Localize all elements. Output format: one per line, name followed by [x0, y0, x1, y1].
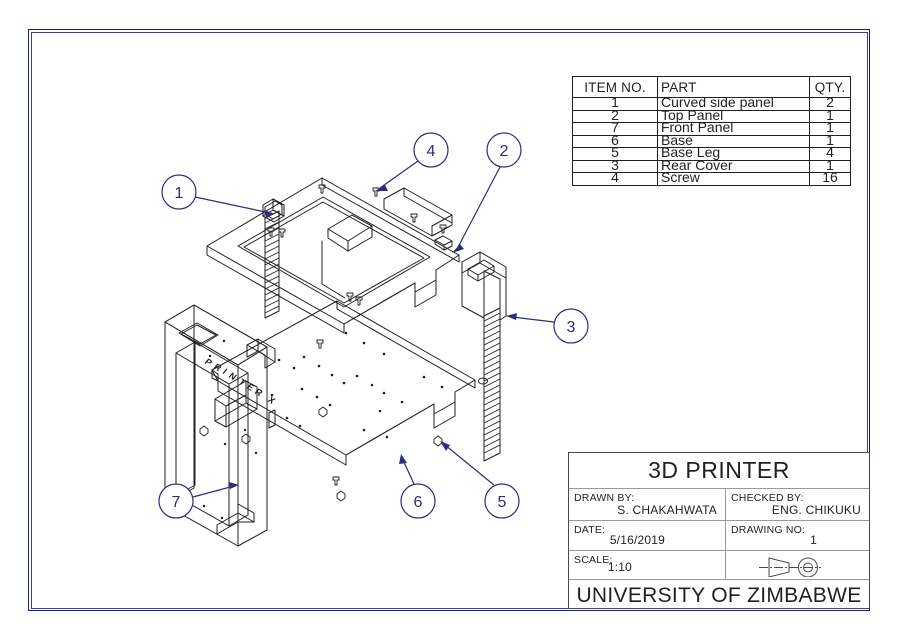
bom-qty-value: 4	[826, 144, 834, 161]
svg-text:5: 5	[498, 494, 507, 511]
bom-item-value: 6	[611, 131, 619, 148]
part-top-panel	[206, 177, 460, 334]
svg-text:2: 2	[500, 143, 509, 160]
bom-item-value: 4	[611, 169, 619, 186]
checked-by-cell: CHECKED BY: ENG. CHIKUKU	[726, 489, 869, 521]
bom-cell-part: Curved side panel	[657, 94, 810, 111]
page-title: 3D PRINTER	[648, 457, 790, 483]
table-row: 6 Base 1	[572, 131, 851, 148]
drawing-no-cell: DRAWING NO: 1	[726, 521, 869, 551]
balloon-4: 4	[375, 132, 449, 191]
balloon-7: 7	[158, 482, 239, 519]
bom-header-row: ITEM NO. PART QTY.	[572, 76, 851, 98]
title-block-title-row: 3D PRINTER	[569, 453, 869, 489]
table-row: 1 Curved side panel 2	[572, 94, 851, 111]
sheet-border-outer	[28, 29, 870, 611]
first-angle-projection-icon	[758, 557, 821, 577]
date-value: 5/16/2019	[609, 533, 665, 547]
drawn-by-value: S. CHAKAHWATA	[617, 503, 717, 517]
part-rear-cover	[461, 251, 507, 321]
bom-qty-value: 1	[826, 131, 834, 148]
title-block-row-scale: SCALE: 1:10	[569, 551, 869, 580]
bom-qty-value: 1	[826, 106, 834, 123]
svg-text:P: P	[203, 357, 214, 368]
title-block: 3D PRINTER DRAWN BY: S. CHAKAHWATA CHECK…	[568, 452, 870, 609]
bom-qty-value: 1	[826, 119, 834, 136]
bom-part-value: Top Panel	[661, 106, 724, 123]
balloon-5: 5	[440, 441, 520, 519]
title-block-row-author: DRAWN BY: S. CHAKAHWATA CHECKED BY: ENG.…	[569, 489, 869, 521]
part-base-leg-upper-left	[264, 210, 280, 319]
balloon-1: 1	[161, 174, 275, 217]
checked-by-value: ENG. CHIKUKU	[771, 503, 861, 517]
drawn-by-cell: DRAWN BY: S. CHAKAHWATA	[569, 489, 726, 521]
drawing-no-label: DRAWING NO:	[731, 524, 806, 536]
bom-cell-part: Base Leg	[657, 144, 810, 161]
bom-item-value: 2	[611, 106, 619, 123]
bom-part-value: Curved side panel	[661, 94, 774, 111]
organisation-name: UNIVERSITY OF ZIMBABWE	[576, 584, 862, 607]
bom-cell-item: 4	[572, 169, 658, 186]
part-front-panel: P R I N T E R X	[164, 304, 277, 547]
title-block-row-date: DATE: 5/16/2019 DRAWING NO: 1	[569, 521, 869, 551]
balloon-6: 6	[399, 454, 436, 519]
svg-text:4: 4	[427, 143, 436, 160]
bom-header-item-no: ITEM NO.	[572, 76, 658, 98]
bom-qty-value: 2	[826, 94, 834, 111]
front-panel-branding: P R I N T E R X	[203, 357, 277, 406]
svg-text:R: R	[212, 362, 224, 373]
svg-text:T: T	[237, 377, 248, 388]
date-label: DATE:	[574, 524, 606, 536]
table-row: 5 Base Leg 4	[572, 144, 851, 161]
sheet-border-inner	[30, 31, 868, 609]
title-block-footer-row: UNIVERSITY OF ZIMBABWE	[569, 580, 869, 612]
svg-text:E: E	[245, 382, 256, 393]
scale-label: SCALE:	[574, 554, 613, 566]
exploded-assembly-view: P R I N T E R X	[158, 132, 589, 547]
svg-text:3: 3	[567, 319, 576, 336]
bom-part-value: Rear Cover	[661, 156, 733, 173]
svg-text:I: I	[221, 367, 229, 376]
bom-header-qty: QTY.	[809, 76, 851, 98]
balloon-callouts: 1 4 2 3	[158, 132, 589, 519]
part-screws	[241, 184, 447, 502]
svg-text:1: 1	[175, 185, 184, 202]
projection-symbol-cell	[726, 551, 869, 580]
part-base	[211, 300, 476, 466]
checked-by-label: CHECKED BY:	[731, 492, 804, 504]
svg-text:R: R	[253, 387, 265, 398]
drawing-no-value: 1	[810, 533, 817, 547]
svg-text:7: 7	[172, 494, 181, 511]
table-row: 4 Screw 16	[572, 169, 851, 186]
table-row: 3 Rear Cover 1	[572, 156, 851, 173]
part-base-leg-right	[478, 307, 501, 462]
drawn-by-label: DRAWN BY:	[574, 492, 635, 504]
table-row: 2 Top Panel 1	[572, 106, 851, 123]
bom-cell-qty: 16	[809, 169, 851, 186]
svg-text:X: X	[266, 395, 277, 406]
bom-qty-value: 16	[822, 169, 838, 186]
scale-cell: SCALE: 1:10	[569, 551, 726, 580]
svg-text:6: 6	[414, 494, 423, 511]
scale-value: 1:10	[607, 560, 632, 574]
bom-item-value: 3	[611, 156, 619, 173]
bom-item-value: 1	[611, 94, 619, 111]
balloon-3: 3	[506, 308, 589, 344]
date-cell: DATE: 5/16/2019	[569, 521, 726, 551]
bom-cell-part: Screw	[657, 169, 810, 186]
bom-part-value: Screw	[661, 169, 700, 186]
bom-item-value: 7	[611, 119, 619, 136]
drawing-area: P R I N T E R X	[32, 33, 866, 608]
bom-part-value: Front Panel	[661, 119, 734, 136]
svg-text:N: N	[227, 371, 239, 382]
bom-part-value: Base	[661, 131, 693, 148]
bom-item-value: 5	[611, 144, 619, 161]
bom-qty-value: 1	[826, 156, 834, 173]
bom-part-value: Base Leg	[661, 144, 721, 161]
bill-of-materials-table: ITEM NO. PART QTY. 1 Curved side panel 2…	[572, 76, 851, 186]
balloon-2: 2	[452, 132, 522, 253]
